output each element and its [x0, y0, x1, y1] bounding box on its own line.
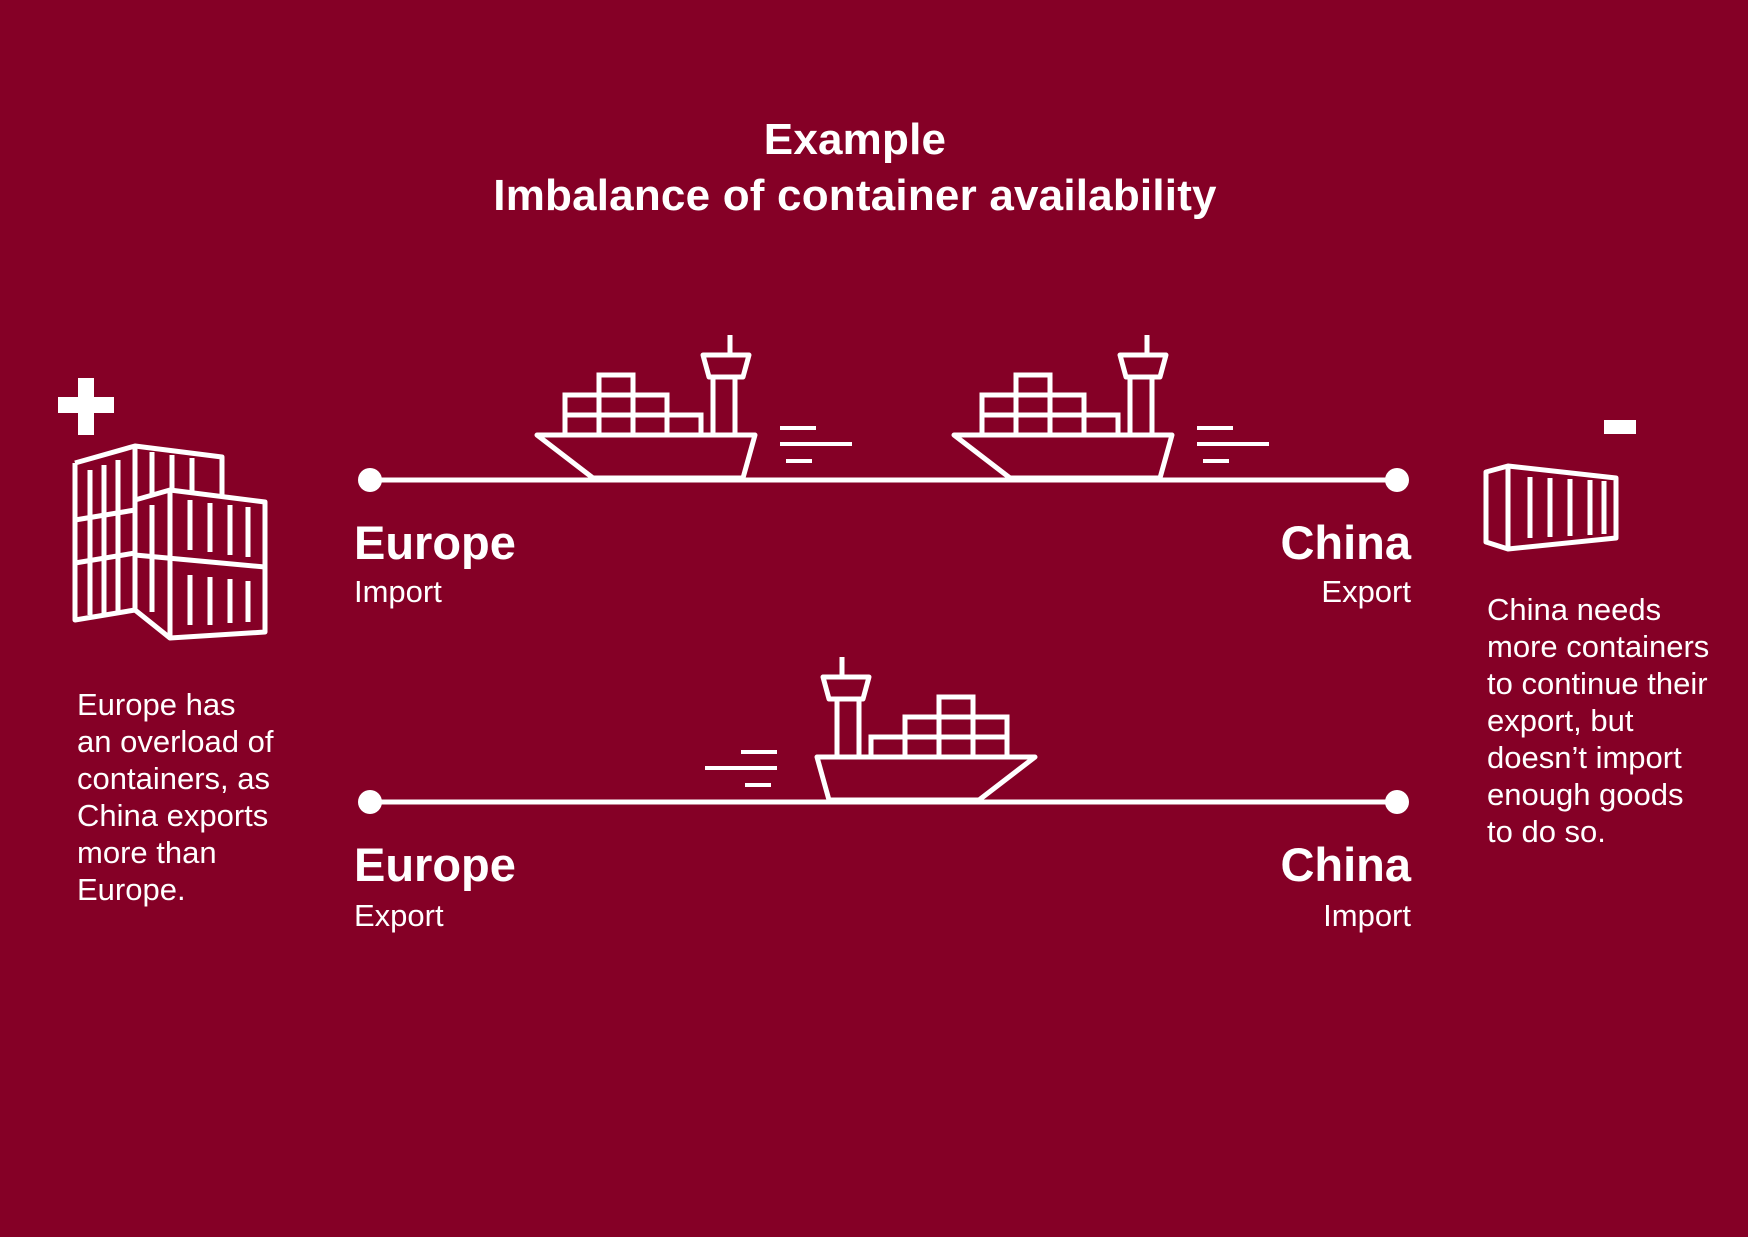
- china-description: China needs more containers to continue …: [1487, 591, 1709, 850]
- route-top-destination: China: [1280, 516, 1411, 569]
- route-bottom-origin: Europe: [354, 838, 516, 891]
- cargo-ship-icon: [817, 657, 1035, 800]
- china-description-line: China needs: [1487, 592, 1662, 627]
- china-description-line: to continue their: [1487, 666, 1708, 701]
- title-line-2: Imbalance of container availability: [493, 171, 1217, 220]
- wake-lines: [778, 426, 854, 463]
- route-top-origin: Europe: [354, 516, 516, 569]
- wake-lines: [1195, 426, 1271, 463]
- europe-description-line: China exports: [77, 798, 269, 833]
- europe-description-line: Europe has: [77, 687, 236, 722]
- route-top-destination-role: Export: [1321, 574, 1411, 609]
- cargo-ship-icon: [954, 335, 1172, 478]
- route-top-origin-role: Import: [354, 574, 442, 609]
- route-end-dot: [1385, 790, 1409, 814]
- title-line-1: Example: [763, 115, 947, 164]
- route-start-dot: [358, 468, 382, 492]
- container-stack-icon: [72, 443, 268, 641]
- china-description-line: doesn’t import: [1487, 740, 1682, 775]
- route-bottom-destination: China: [1280, 838, 1411, 891]
- china-description-line: more containers: [1487, 629, 1710, 664]
- container-icon: [1483, 463, 1619, 552]
- route-end-dot: [1385, 468, 1409, 492]
- route-start-dot: [358, 790, 382, 814]
- plus-icon: [58, 378, 114, 435]
- route-bottom-destination-role: Import: [1323, 898, 1411, 933]
- china-description-line: to do so.: [1487, 814, 1606, 849]
- europe-description-line: Europe.: [77, 872, 186, 907]
- cargo-ship-icon: [537, 335, 755, 478]
- europe-description-line: more than: [77, 835, 217, 870]
- europe-description-line: an overload of: [77, 724, 274, 759]
- minus-icon: [1604, 420, 1636, 434]
- europe-description-line: containers, as: [77, 761, 270, 796]
- europe-description: Europe has an overload of containers, as…: [77, 686, 273, 908]
- wake-lines: [703, 750, 779, 787]
- route-bottom-origin-role: Export: [354, 898, 444, 933]
- page-title: Example Imbalance of container availabil…: [0, 112, 1710, 224]
- china-description-line: enough goods: [1487, 777, 1684, 812]
- china-description-line: export, but: [1487, 703, 1634, 738]
